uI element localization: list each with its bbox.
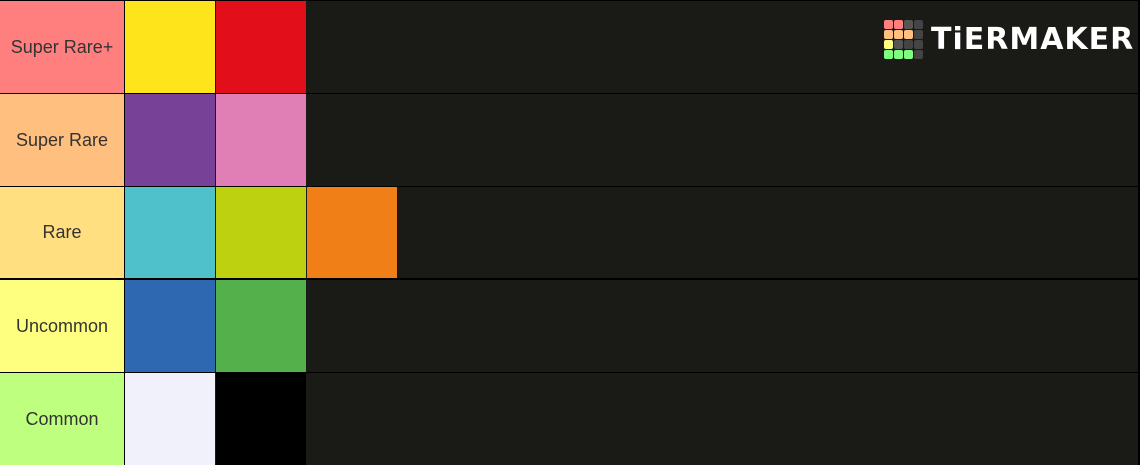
tier-label[interactable]: Uncommon xyxy=(0,280,125,372)
logo-grid-cell xyxy=(884,30,893,39)
logo-grid-cell xyxy=(894,50,903,59)
tier-row-super-rare: Super Rare xyxy=(0,94,1138,186)
tier-items[interactable] xyxy=(125,280,1138,372)
tier-item-tile[interactable] xyxy=(125,280,216,372)
tier-item-tile[interactable] xyxy=(125,373,216,465)
tier-label[interactable]: Super Rare xyxy=(0,94,125,186)
logo-text: TiERMAKER xyxy=(931,22,1135,57)
logo-grid-cell xyxy=(894,40,903,49)
logo-grid-cell xyxy=(894,20,903,29)
tier-row-uncommon: Uncommon xyxy=(0,280,1138,372)
logo-grid-cell xyxy=(914,30,923,39)
tier-item-tile[interactable] xyxy=(216,187,307,278)
tier-items[interactable] xyxy=(125,1,1138,93)
tier-item-tile[interactable] xyxy=(216,373,307,465)
logo-grid-cell xyxy=(914,20,923,29)
logo-grid-cell xyxy=(904,30,913,39)
logo-grid-cell xyxy=(904,50,913,59)
logo-grid-cell xyxy=(914,50,923,59)
logo-grid-cell xyxy=(884,50,893,59)
tier-item-tile[interactable] xyxy=(216,94,307,186)
logo-grid-cell xyxy=(904,40,913,49)
tier-label[interactable]: Rare xyxy=(0,187,125,278)
tier-row-rare: Rare xyxy=(0,187,1138,278)
tier-items[interactable] xyxy=(125,373,1138,465)
tier-item-tile[interactable] xyxy=(307,187,398,278)
tier-item-tile[interactable] xyxy=(125,1,216,93)
tier-items[interactable] xyxy=(125,94,1138,186)
tier-row-common: Common xyxy=(0,373,1138,465)
tier-item-tile[interactable] xyxy=(216,280,307,372)
tier-item-tile[interactable] xyxy=(216,1,307,93)
logo-grid-cell xyxy=(894,30,903,39)
tier-item-tile[interactable] xyxy=(125,187,216,278)
tier-label[interactable]: Super Rare+ xyxy=(0,1,125,93)
logo-grid-cell xyxy=(884,20,893,29)
tiermaker-logo: TiERMAKER xyxy=(884,20,1134,59)
tier-item-tile[interactable] xyxy=(125,94,216,186)
tier-items[interactable] xyxy=(125,187,1138,278)
logo-grid-cell xyxy=(904,20,913,29)
tier-label[interactable]: Common xyxy=(0,373,125,465)
logo-grid-cell xyxy=(884,40,893,49)
logo-grid-icon xyxy=(884,20,923,59)
tier-row-super-rare-plus: Super Rare+ xyxy=(0,1,1138,93)
logo-grid-cell xyxy=(914,40,923,49)
